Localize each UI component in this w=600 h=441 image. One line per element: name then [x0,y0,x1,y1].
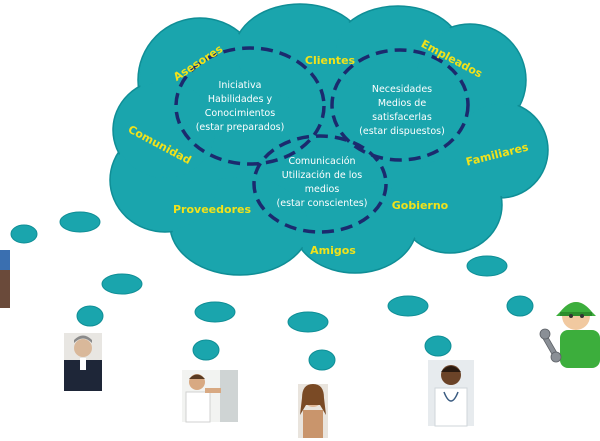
label-clientes: Clientes [305,54,356,67]
circle-left-line1: Iniciativa [219,80,262,91]
label-gobierno: Gobierno [392,199,449,212]
circle-bottom [252,134,388,234]
label-amigos: Amigos [310,244,356,257]
bubble [308,349,336,371]
bubble [506,295,534,317]
circle-bottom-text: Comunicación Utilización de los medios (… [277,156,368,209]
circle-bottom-line4: (estar conscientes) [277,198,368,209]
circle-right [330,48,470,162]
circle-right-line1: Necesidades [372,84,432,95]
circle-left-line2: Habilidades y [208,94,273,105]
bubble [192,339,220,361]
circle-bottom-line2: Utilización de los [282,170,362,181]
circle-right-text: Necesidades Medios de satisfacerlas (est… [359,84,445,137]
circle-right-line3: satisfacerlas [372,112,432,123]
bubble [387,295,429,317]
bubble [76,305,104,327]
circle-bottom-line1: Comunicación [288,156,355,167]
person-photo-icon [0,250,10,308]
circle-bottom-line3: medios [305,184,340,195]
circle-right-line2: Medios de [378,98,427,109]
bubble [59,211,101,233]
thought-cloud [109,3,549,276]
mechanic-icon [539,302,600,368]
circle-left [174,46,326,166]
woman-photo-icon [298,384,328,438]
bubble [466,255,508,277]
thought-bubbles [10,211,534,371]
bubble [287,311,329,333]
dashed-circles [174,46,470,234]
circle-right-line4: (estar dispuestos) [359,126,445,137]
circle-left-text: Iniciativa Habilidades y Conocimientos (… [196,80,285,133]
doctor-photo-icon [428,360,474,427]
bubble [101,273,143,295]
circle-left-line3: Conocimientos [205,108,275,119]
worker-photo-icon [182,370,238,423]
bubble [194,301,236,323]
label-proveedores: Proveedores [173,203,251,216]
circle-left-line4: (estar preparados) [196,122,285,133]
bubble [424,335,452,357]
bubble [10,224,38,244]
businessman-photo-icon [64,333,102,391]
